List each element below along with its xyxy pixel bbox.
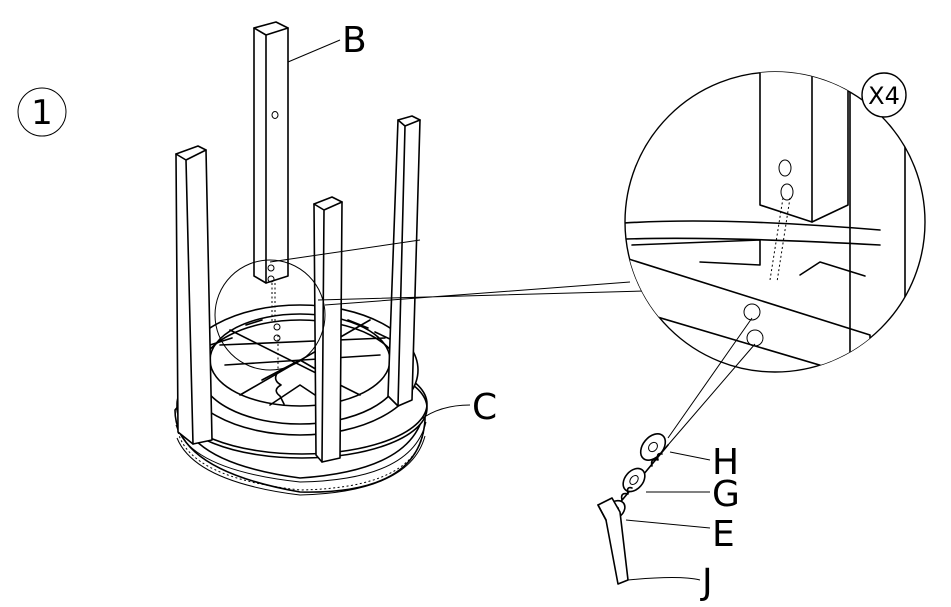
washer-g (622, 467, 646, 493)
multiplier-label: X4 (868, 82, 900, 110)
detail-focus-circle (214, 259, 326, 371)
step-number-badge: 1 (17, 87, 67, 137)
leg-right (387, 115, 421, 407)
label-c: C (472, 387, 497, 428)
step-number: 1 (31, 93, 53, 133)
leg-b (253, 21, 289, 284)
hardware-stack (597, 433, 669, 585)
label-e: E (712, 514, 735, 555)
label-b: B (342, 20, 367, 61)
stool-base (174, 304, 428, 496)
small-bolt (274, 371, 285, 405)
label-j: J (700, 562, 713, 603)
label-h: H (712, 442, 739, 483)
leg-left (175, 145, 213, 445)
leg-front (313, 196, 343, 463)
label-g: G (712, 474, 740, 515)
detail-view: X4 (624, 71, 926, 373)
